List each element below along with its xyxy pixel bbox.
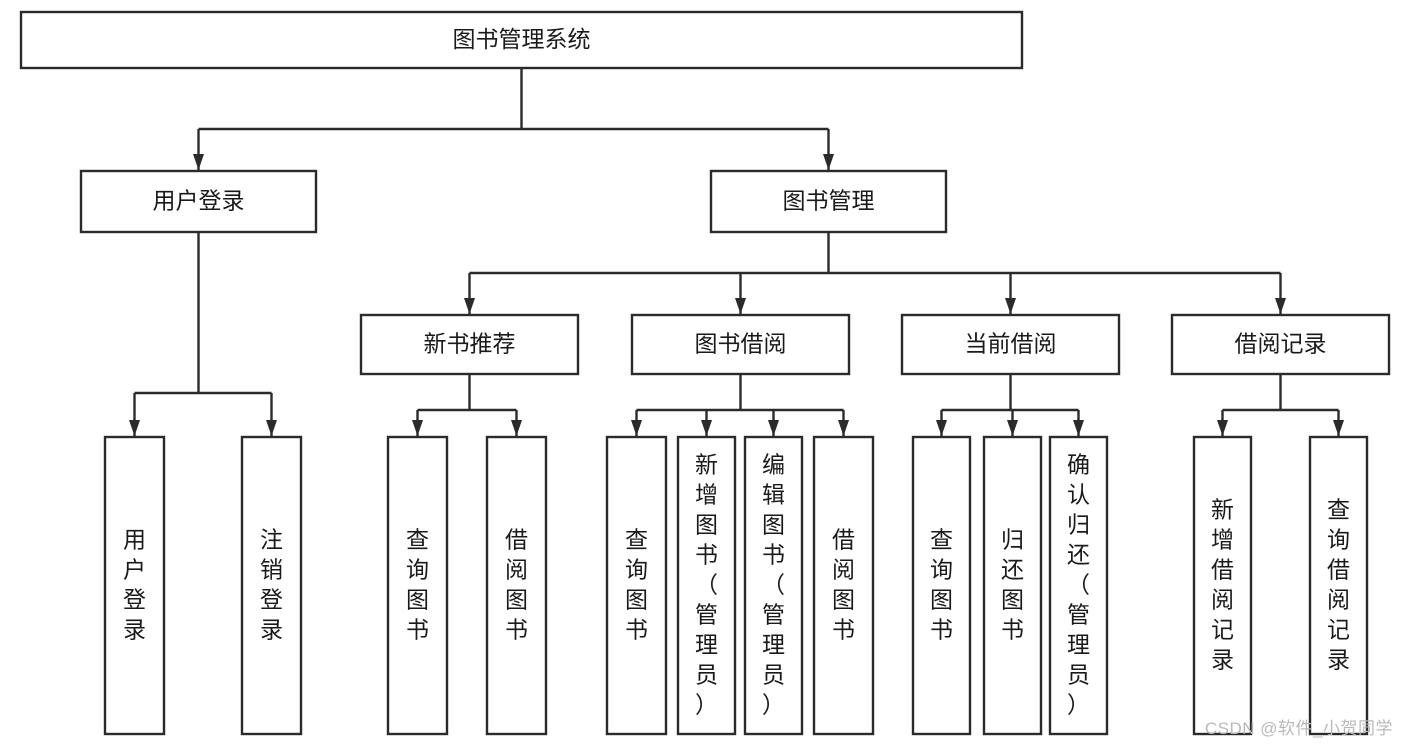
level2-node-label: 图书管理 <box>783 188 875 214</box>
leaf-node-label: 查询图书 <box>406 527 429 643</box>
leaf-node-label: 查询借阅记录 <box>1327 497 1350 673</box>
arrow-head-icon <box>464 298 475 314</box>
arrow-head-icon <box>1275 298 1286 314</box>
leaf-node-box[interactable] <box>386 435 449 736</box>
arrow-head-icon <box>631 420 642 436</box>
leaf-node-box[interactable] <box>1308 435 1369 736</box>
leaf-node-label: 确认归还（管理员） <box>1067 452 1090 718</box>
arrow-head-icon <box>1005 298 1016 314</box>
arrow-head-icon <box>768 420 779 436</box>
leaf-node-label: 新增借阅记录 <box>1211 497 1234 673</box>
arrow-head-icon <box>266 420 277 436</box>
arrow-head-icon <box>193 154 204 170</box>
level2-node-label: 用户登录 <box>153 188 245 214</box>
arrow-head-icon <box>838 420 849 436</box>
level3-node-1[interactable]: 图书借阅 <box>630 313 851 376</box>
arrow-head-icon <box>511 420 522 436</box>
connector-layer <box>129 68 1344 436</box>
arrow-head-icon <box>1217 420 1228 436</box>
leaf-node-label: 查询图书 <box>930 527 953 643</box>
watermark-text: CSDN @软件_小贺同学 <box>1204 719 1393 738</box>
leaf-node-1[interactable]: 注销登录 <box>240 435 303 736</box>
leaf-node-box[interactable] <box>240 435 303 736</box>
root-node-label: 图书管理系统 <box>453 26 591 52</box>
leaf-node-6[interactable]: 编辑图书（管理员） <box>743 435 804 736</box>
level3-node-box[interactable] <box>900 313 1121 376</box>
leaf-node-10[interactable]: 确认归还（管理员） <box>1048 435 1109 736</box>
leaf-node-label: 注销登录 <box>260 527 283 643</box>
leaf-node-2[interactable]: 查询图书 <box>386 435 449 736</box>
level3-node-2[interactable]: 当前借阅 <box>900 313 1121 376</box>
arrow-head-icon <box>1333 420 1344 436</box>
leaf-node-7[interactable]: 借阅图书 <box>812 435 875 736</box>
arrow-head-icon <box>735 298 746 314</box>
arrow-head-icon <box>823 154 834 170</box>
leaf-node-label: 新增图书（管理员） <box>695 452 718 718</box>
leaf-node-9[interactable]: 归还图书 <box>982 435 1043 736</box>
arrow-head-icon <box>701 420 712 436</box>
leaf-node-label: 借阅图书 <box>505 527 528 643</box>
leaf-node-11[interactable]: 新增借阅记录 <box>1192 435 1253 736</box>
level2-node-0[interactable]: 用户登录 <box>79 169 318 234</box>
level3-node-label: 新书推荐 <box>424 331 516 357</box>
level2-node-1[interactable]: 图书管理 <box>709 169 948 234</box>
leaf-node-box[interactable] <box>1048 435 1109 736</box>
leaf-node-3[interactable]: 借阅图书 <box>485 435 548 736</box>
leaf-node-box[interactable] <box>911 435 972 736</box>
level2-node-box[interactable] <box>79 169 318 234</box>
level3-node-box[interactable] <box>1170 313 1391 376</box>
leaf-node-box[interactable] <box>103 435 166 736</box>
level3-node-box[interactable] <box>630 313 851 376</box>
leaf-node-4[interactable]: 查询图书 <box>605 435 668 736</box>
node-layer: 图书管理系统用户登录图书管理新书推荐图书借阅当前借阅借阅记录用户登录注销登录查询… <box>19 10 1391 736</box>
root-node-0[interactable]: 图书管理系统 <box>19 10 1024 70</box>
level3-node-label: 图书借阅 <box>695 331 787 357</box>
level3-node-label: 借阅记录 <box>1235 331 1327 357</box>
leaf-node-0[interactable]: 用户登录 <box>103 435 166 736</box>
arrow-head-icon <box>1007 420 1018 436</box>
leaf-node-box[interactable] <box>605 435 668 736</box>
leaf-node-8[interactable]: 查询图书 <box>911 435 972 736</box>
leaf-node-box[interactable] <box>982 435 1043 736</box>
level3-node-label: 当前借阅 <box>965 331 1057 357</box>
leaf-node-label: 用户登录 <box>123 527 146 643</box>
arrow-head-icon <box>129 420 140 436</box>
level3-node-0[interactable]: 新书推荐 <box>359 313 580 376</box>
leaf-node-box[interactable] <box>485 435 548 736</box>
leaf-node-box[interactable] <box>812 435 875 736</box>
leaf-node-label: 查询图书 <box>625 527 648 643</box>
level3-node-box[interactable] <box>359 313 580 376</box>
level3-node-3[interactable]: 借阅记录 <box>1170 313 1391 376</box>
leaf-node-5[interactable]: 新增图书（管理员） <box>676 435 737 736</box>
leaf-node-12[interactable]: 查询借阅记录 <box>1308 435 1369 736</box>
leaf-node-box[interactable] <box>1192 435 1253 736</box>
leaf-node-label: 归还图书 <box>1001 527 1024 643</box>
leaf-node-box[interactable] <box>743 435 804 736</box>
arrow-head-icon <box>936 420 947 436</box>
level2-node-box[interactable] <box>709 169 948 234</box>
root-node-box[interactable] <box>19 10 1024 70</box>
arrow-head-icon <box>412 420 423 436</box>
leaf-node-label: 借阅图书 <box>832 527 855 643</box>
leaf-node-label: 编辑图书（管理员） <box>762 452 785 718</box>
leaf-node-box[interactable] <box>676 435 737 736</box>
arrow-head-icon <box>1073 420 1084 436</box>
